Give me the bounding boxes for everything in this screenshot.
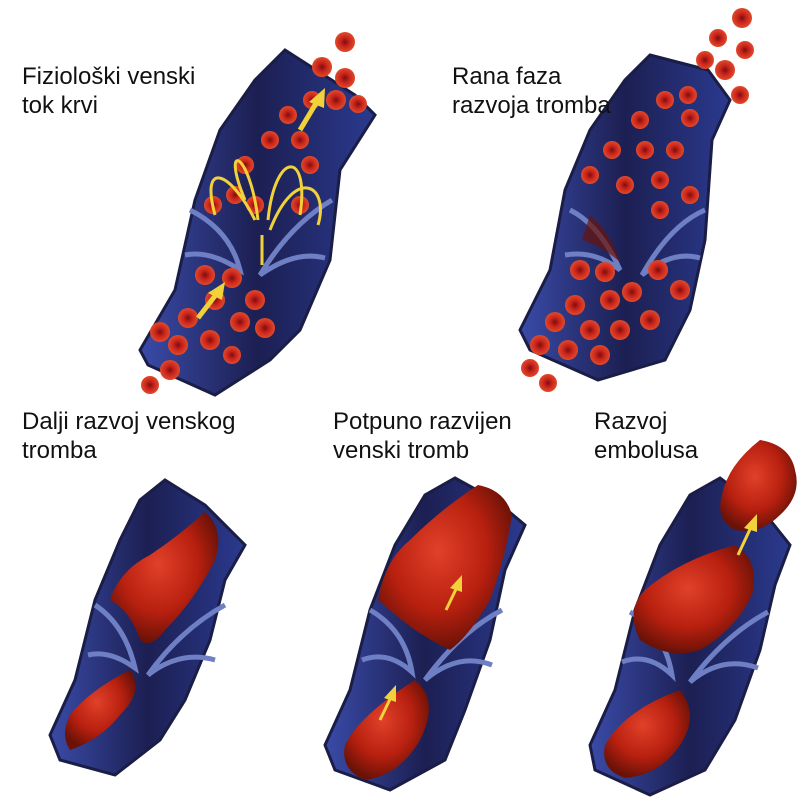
caption-line: embolusa — [594, 436, 698, 465]
caption-line: Razvoj — [594, 407, 698, 436]
caption-line: Fiziološki venski — [22, 62, 195, 91]
panel-further-development — [50, 480, 245, 775]
panel-fully-developed — [325, 478, 525, 790]
caption-early-phase: Rana faza razvoja tromba — [452, 62, 611, 120]
caption-line: tok krvi — [22, 91, 195, 120]
caption-line: Potpuno razvijen — [333, 407, 512, 436]
caption-further-development: Dalji razvoj venskog tromba — [22, 407, 235, 465]
caption-fully-developed: Potpuno razvijen venski tromb — [333, 407, 512, 465]
caption-line: razvoja tromba — [452, 91, 611, 120]
caption-line: Rana faza — [452, 62, 611, 91]
panel-embolus — [590, 440, 797, 795]
caption-embolus: Razvoj embolusa — [594, 407, 698, 465]
caption-line: Dalji razvoj venskog — [22, 407, 235, 436]
caption-line: venski tromb — [333, 436, 512, 465]
caption-line: tromba — [22, 436, 235, 465]
caption-physiological-flow: Fiziološki venski tok krvi — [22, 62, 195, 120]
embolus-clot — [720, 440, 797, 531]
